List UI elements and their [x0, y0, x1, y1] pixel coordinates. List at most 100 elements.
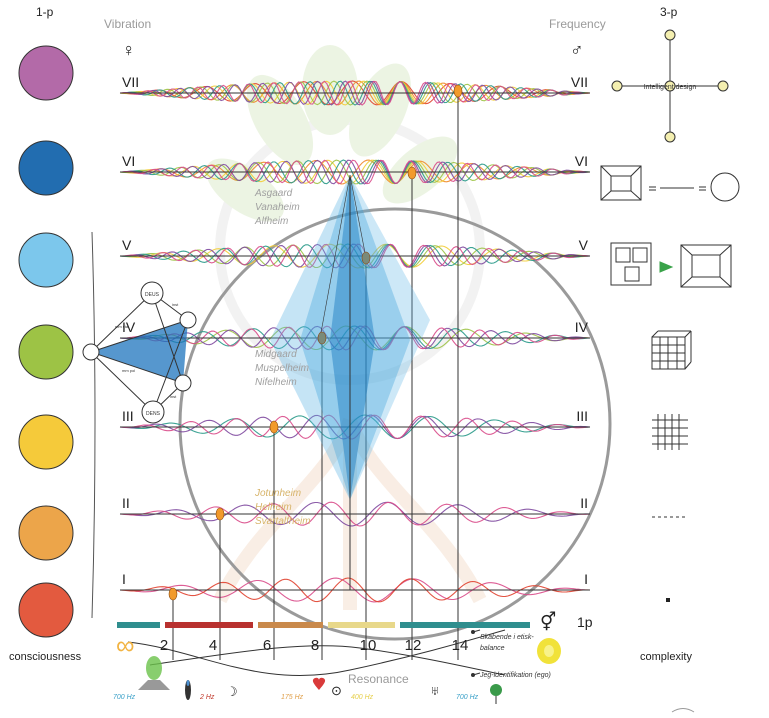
- complexity-label: complexity: [640, 651, 692, 663]
- chakra-column: [18, 45, 74, 638]
- resonance-dot-7: [453, 84, 463, 98]
- intelligent-design-caption: Intelligent design: [644, 84, 697, 91]
- world-jotunheim: Jotunheim: [254, 488, 301, 499]
- world-alfheim: Alfheim: [254, 216, 288, 227]
- chakra-circle-2: [18, 140, 74, 196]
- resonance-circle: [178, 207, 612, 641]
- hz-label-1: 700 Hz: [113, 694, 136, 701]
- meditating-figure-icon: [138, 656, 170, 690]
- wave-band-V: [119, 243, 591, 269]
- right-header: 3-p: [660, 5, 678, 19]
- chakra-circle-5: [18, 414, 74, 470]
- bottom-arc: [671, 708, 695, 713]
- cube-grid-icon: [651, 330, 692, 370]
- hz-label-3: 175 Hz: [281, 694, 304, 701]
- world-names: Asgaard Vanaheim Alfheim Midgaard Muspel…: [254, 188, 311, 527]
- female-symbol: ♀: [122, 40, 136, 60]
- male-symbol: ♂: [570, 40, 584, 60]
- resonance-dot-6: [407, 166, 417, 180]
- scale-number-14: 14: [452, 637, 469, 654]
- scale-bar-5: [400, 622, 530, 628]
- tetra-label-pol: mm pol: [122, 368, 135, 373]
- world-vanaheim: Vanaheim: [255, 202, 300, 213]
- scale-number-12: 12: [405, 637, 422, 654]
- wave-band-I: [119, 577, 591, 603]
- resonance-dot-5: [361, 251, 371, 265]
- resonance-dot-2: [215, 507, 225, 521]
- frequency-label: Frequency: [549, 17, 606, 31]
- hz-label-5: 700 Hz: [456, 694, 479, 701]
- brain-tree-icon: [490, 684, 502, 704]
- hz-labels: 700 Hz 2 Hz 175 Hz 400 Hz 700 Hz: [113, 694, 479, 701]
- chakra-circle-6: [18, 505, 74, 561]
- level-numeral-left-III: III: [122, 408, 134, 424]
- scale-number-6: 6: [263, 637, 271, 654]
- scale-bar-2: [165, 622, 253, 628]
- chakra-bracket: [91, 231, 96, 619]
- level-numeral-right-I: I: [584, 571, 588, 587]
- chakra-circle-7: [18, 582, 74, 638]
- yellow-torus-icon: [537, 638, 561, 664]
- annotation-ethics-1: Skabende i etisk-: [480, 634, 534, 641]
- scale-number-10: 10: [360, 637, 377, 654]
- world-midgaard: Midgaard: [255, 349, 297, 360]
- resonance-dots: [168, 84, 463, 601]
- moon-symbol: ☽: [226, 684, 238, 699]
- level-numeral-right-VII: VII: [571, 74, 588, 90]
- wave-band-VII: [119, 80, 591, 106]
- scale-number-2: 2: [160, 637, 168, 654]
- scale-bar-3: [258, 622, 323, 628]
- world-svartalfheim: Svartalfheim: [255, 516, 311, 527]
- hermaphrodite-symbol: ⚥: [540, 612, 557, 632]
- uranus-symbol: ♅: [430, 683, 440, 698]
- tetra-label-inst-2: inst: [170, 394, 177, 399]
- left-header: 1-p: [36, 5, 54, 19]
- bottom-icons: ∞: [116, 629, 561, 704]
- bottom-curves: [127, 629, 506, 677]
- connector-lines: [172, 91, 459, 660]
- chakra-circle-3: [18, 232, 74, 288]
- hypercube-equals-icon: [600, 165, 740, 202]
- complexity-column: Intelligent design: [600, 29, 740, 602]
- level-numeral-left-V: V: [122, 237, 132, 253]
- resonance-dot-3: [269, 420, 279, 434]
- tetra-label-deus: DEUS: [145, 292, 160, 298]
- tetrahedron-network: DEUS DENS inst inst mm sta mm pol: [82, 281, 197, 424]
- level-numeral-right-IV: IV: [575, 319, 589, 335]
- tetra-label-inst-1: inst: [172, 302, 179, 307]
- wave-band-II: [119, 501, 591, 527]
- point-icon: [666, 598, 670, 602]
- level-numeral-right-III: III: [576, 408, 588, 424]
- level-numeral-right-VI: VI: [575, 153, 588, 169]
- one-p-label: 1p: [577, 614, 593, 630]
- wave-band-IV: [119, 325, 591, 351]
- plane-grid-icon: [652, 414, 688, 450]
- intelligent-design-icon: Intelligent design: [611, 29, 729, 143]
- level-numeral-left-VII: VII: [122, 74, 139, 90]
- heart-icon: [312, 677, 326, 690]
- tetra-label-sta: mm sta: [115, 324, 129, 329]
- level-numeral-left-VI: VI: [122, 153, 135, 169]
- scale-bar-1: [117, 622, 160, 628]
- hz-label-4: 400 Hz: [351, 694, 374, 701]
- wave-band-III: [119, 414, 591, 440]
- level-numeral-right-V: V: [579, 237, 589, 253]
- wave-bands: [119, 80, 591, 603]
- resonance-dot-4: [317, 331, 327, 345]
- resonance-dot-1: [168, 587, 178, 601]
- level-numeral-left-IV: IV: [122, 319, 136, 335]
- vibration-label: Vibration: [104, 17, 152, 31]
- level-numeral-left-II: II: [122, 495, 130, 511]
- level-numeral-right-II: II: [580, 495, 588, 511]
- cubes-to-hypercube-icon: [610, 242, 732, 288]
- scale-number-4: 4: [209, 637, 217, 654]
- annotation-ego: Jeg-identifikation (ego): [479, 672, 551, 679]
- svg-text:∞: ∞: [116, 630, 135, 660]
- body-figure-icon: [185, 680, 191, 700]
- resonance-label: Resonance: [348, 672, 409, 686]
- hz-label-2: 2 Hz: [199, 694, 215, 701]
